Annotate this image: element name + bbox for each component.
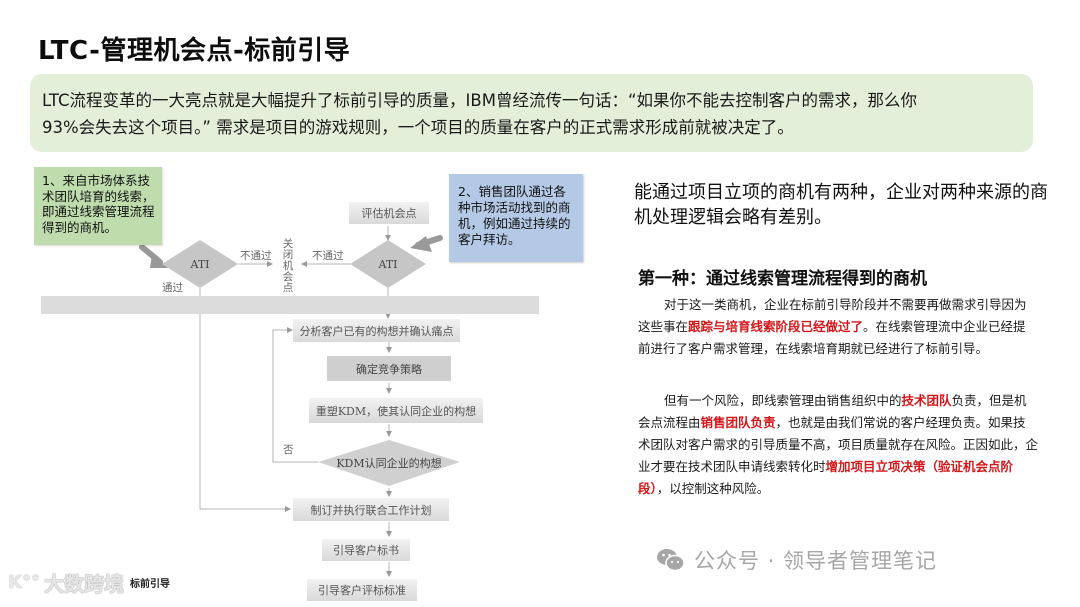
label-fail-left: 不通过	[240, 250, 272, 262]
phase-band	[41, 296, 539, 314]
highlight-sales-team: 销售团队负责	[700, 415, 776, 430]
right-intro-text: 能通过项目立项的商机有两种，企业对两种来源的商机处理逻辑会略有差别。	[634, 182, 1048, 228]
node-guide-bid-document: 引导客户标书	[322, 539, 410, 561]
intro-callout: LTC流程变革的一大亮点就是大幅提升了标前引导的质量，IBM曾经流传一句话：“如…	[30, 74, 1033, 152]
label-no: 否	[283, 444, 294, 456]
brand-subtitle: 标前引导	[129, 579, 170, 590]
note-sales-source: 2、销售团队通过各种市场活动找到的商机，例如通过持续的客户拜访。	[449, 174, 583, 262]
label-fail-right: 不通过	[312, 250, 344, 262]
label-pass: 通过	[162, 282, 183, 294]
watermark-brand: K°° 大数跨境 标前引导	[8, 568, 170, 597]
intro-line-1: LTC流程变革的一大亮点就是大幅提升了标前引导的质量，IBM曾经流传一句话：“如…	[42, 91, 918, 110]
brand-name: 大数跨境	[43, 572, 124, 596]
paragraph-2: 但有一个风险，即线索管理由销售组织中的技术团队负责，但是机会点流程由销售团队负责…	[638, 393, 1039, 496]
node-kdm-decision: KDM认同企业的构想	[336, 457, 442, 470]
node-analyze-pain-points: 分析客户已有的构想并确认痛点	[293, 319, 460, 342]
node-ati-left: ATI	[190, 258, 210, 271]
highlight-tech-team: 技术团队	[901, 393, 952, 408]
highlight-lead-stage: 跟踪与培育线索阶段已经做过了	[688, 319, 864, 334]
intro-line-2: 93%会失去这个项目。” 需求是项目的游戏规则，一个项目的质量在客户的正式需求形…	[42, 118, 794, 137]
section-heading: 第一种：通过线索管理流程得到的商机	[638, 269, 927, 289]
watermark-wechat-text: 公众号 · 领导者管理笔记	[694, 549, 938, 573]
highlight-project-decision: 增加项目立项决策（验证机会点阶段）	[638, 459, 1014, 496]
node-ati-right: ATI	[378, 258, 398, 271]
node-evaluate-opportunity: 评估机会点	[349, 202, 429, 224]
node-competitive-strategy: 确定竞争策略	[327, 356, 451, 381]
node-joint-work-plan: 制订并执行联合工作计划	[293, 498, 449, 521]
note-lead-source: 1、来自市场体系技术团队培育的线索，即通过线索管理流程得到的商机。	[34, 167, 162, 245]
wechat-icon	[657, 549, 685, 572]
node-close-opportunity: 关 闭 机 会 点	[282, 238, 294, 294]
watermark-wechat: 公众号 · 领导者管理笔记	[656, 545, 937, 575]
node-reshape-kdm: 重塑KDM，使其认同企业的构想	[309, 398, 483, 423]
node-guide-evaluation-criteria: 引导客户评标标准	[307, 579, 417, 601]
brand-logo-icon: K°°	[8, 572, 40, 593]
flowchart-connectors	[139, 226, 460, 577]
paragraph-1: 对于这一类商机，企业在标前引导阶段并不需要再做需求引导因为这些事在跟踪与培育线索…	[638, 297, 1027, 356]
page-title: LTC-管理机会点-标前引导	[38, 36, 351, 66]
